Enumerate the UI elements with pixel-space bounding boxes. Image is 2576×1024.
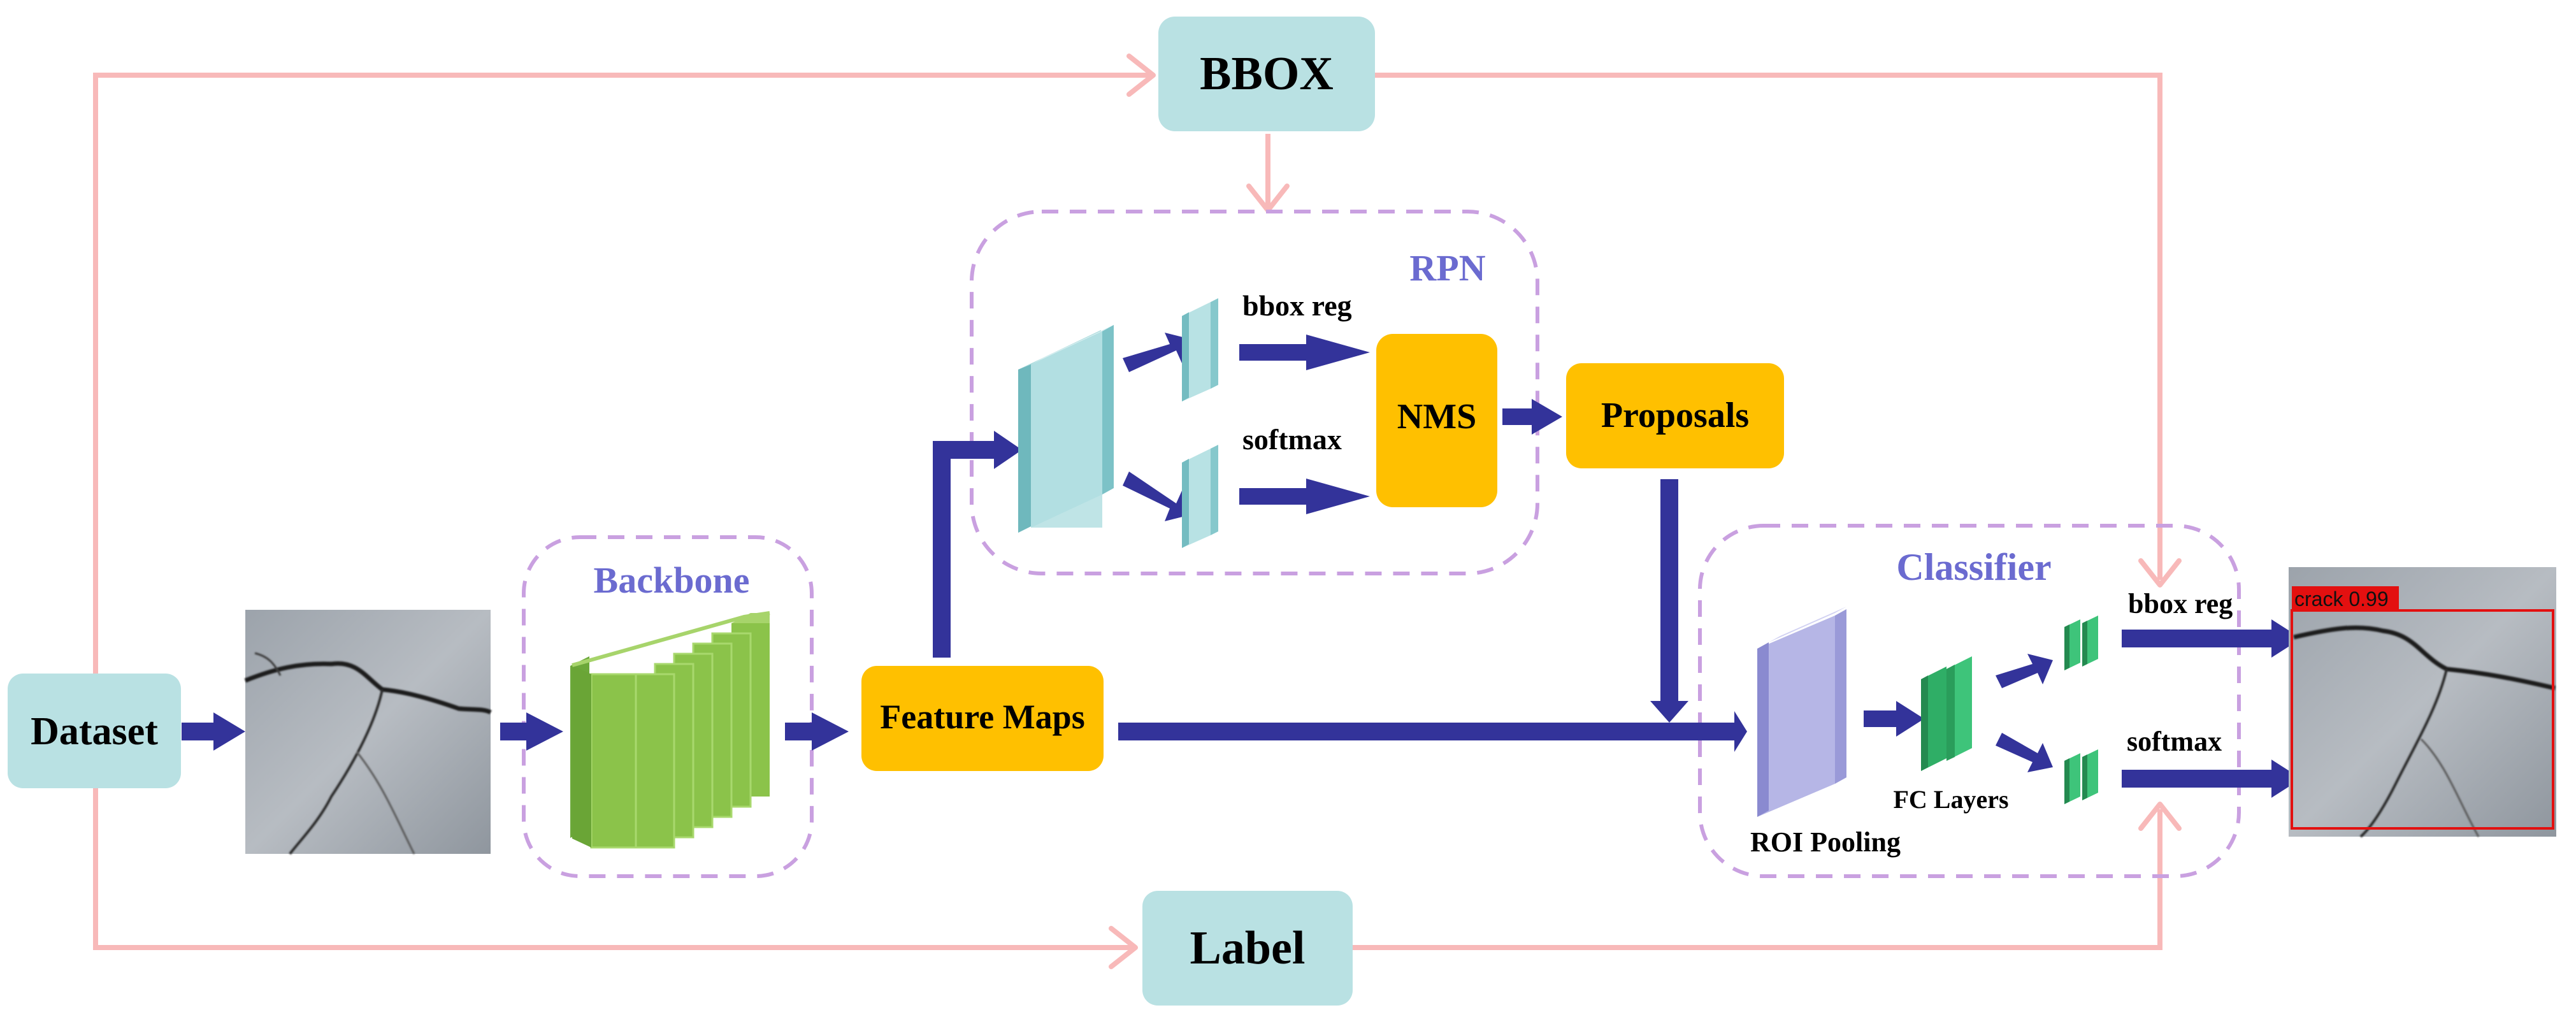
arrow-proposals-to-roi-shaft <box>1660 479 1678 703</box>
label-to-classifier-line <box>1351 809 2162 950</box>
fc-layers-block-icon <box>1921 656 1972 771</box>
rpn-lower-small-map-icon <box>1182 445 1218 548</box>
arrow-feature-to-roi-head <box>1734 711 1747 752</box>
arrow-nms-to-proposals-head <box>1532 399 1562 435</box>
arrow-rpn-to-lower-map <box>1123 472 1190 521</box>
proposals-label: Proposals <box>1601 396 1749 435</box>
bbox-to-classifier-line <box>1373 73 2162 580</box>
nms-node: NMS <box>1376 334 1497 507</box>
arrow-image-to-backbone-head <box>526 712 563 751</box>
detection-bounding-box <box>2291 609 2554 830</box>
bbox-node: BBOX <box>1158 17 1375 131</box>
arrow-dataset-to-image-shaft <box>182 723 217 740</box>
fc-layers-label: FC Layers <box>1893 785 2008 814</box>
classifier-group-border <box>1698 524 2241 878</box>
detection-label-background <box>2292 586 2399 612</box>
label-node-label: Label <box>1190 922 1306 974</box>
arrow-cls-bbox-to-output-shaft <box>2122 630 2275 647</box>
arrowhead-into-classifier-bottom <box>2138 802 2182 831</box>
arrow-rpn-bbox-to-nms-shaft <box>1239 344 1309 361</box>
classifier-softmax-label: softmax <box>2127 726 2222 757</box>
roi-pooling-block-icon <box>1757 607 1846 817</box>
rpn-upper-small-map-icon <box>1182 298 1218 401</box>
dataset-node: Dataset <box>8 674 181 788</box>
arrow-cls-bbox-to-output-head <box>2271 619 2301 658</box>
proposals-node: Proposals <box>1566 363 1784 468</box>
arrow-fc-to-lower-map <box>1996 733 2053 772</box>
roi-pooling-label: ROI Pooling <box>1750 826 1901 858</box>
classifier-bbox-reg-label: bbox reg <box>2128 588 2233 619</box>
dark-arrows <box>182 333 2301 798</box>
crack-texture-icon <box>244 652 492 855</box>
rpn-group-title: RPN <box>1409 247 1485 289</box>
detection-label: crack 0.99 <box>2294 588 2389 610</box>
backbone-group-title: Backbone <box>594 559 750 601</box>
arrow-cls-softmax-to-output-head <box>2271 760 2301 798</box>
input-image <box>244 610 492 855</box>
classifier-group-title: Classifier <box>1896 546 2051 588</box>
pink-flow-lines <box>93 73 2162 950</box>
rpn-group-border <box>970 210 1539 575</box>
arrow-rpn-bbox-to-nms-head <box>1306 335 1370 370</box>
nms-label: NMS <box>1397 397 1476 436</box>
arrow-roi-to-fc-shaft <box>1864 710 1899 727</box>
arrowhead-into-classifier-top <box>2138 558 2182 588</box>
arrow-feature-to-roi-shaft <box>1118 723 1739 740</box>
arrow-feature-to-rpn-head <box>994 431 1022 469</box>
arrow-rpn-softmax-to-nms-shaft <box>1239 488 1309 505</box>
bbox-node-label: BBOX <box>1200 48 1334 100</box>
feature-maps-label: Feature Maps <box>880 698 1084 736</box>
arrow-rpn-softmax-to-nms-head <box>1306 479 1370 514</box>
output-image: crack 0.99 <box>2289 567 2556 838</box>
dataset-to-label-line <box>93 784 1134 950</box>
arrow-image-to-backbone-shaft <box>500 723 529 740</box>
rpn-bbox-reg-label: bbox reg <box>1242 289 1352 322</box>
arrow-fc-to-upper-map <box>1996 654 2053 688</box>
arrow-cls-softmax-to-output-shaft <box>2122 770 2275 788</box>
arrow-feature-to-rpn-vertical <box>933 441 951 658</box>
arrow-backbone-to-feature-head <box>812 712 849 751</box>
feature-maps-node: Feature Maps <box>861 666 1104 771</box>
dataset-to-bbox-line <box>93 73 1152 675</box>
rpn-softmax-label: softmax <box>1242 423 1342 456</box>
arrow-dataset-to-image-head <box>213 712 245 751</box>
arrowhead-into-bbox <box>1126 54 1156 97</box>
pink-arrowheads <box>1109 54 2182 969</box>
crack-texture-output-icon <box>2293 625 2556 838</box>
arrow-feature-to-rpn-horizontal <box>933 441 997 459</box>
arrowhead-into-label <box>1109 926 1138 969</box>
arrow-backbone-to-feature-shaft <box>785 723 814 740</box>
label-node: Label <box>1142 891 1353 1006</box>
rpn-feature-map-block-icon <box>1018 325 1114 533</box>
dataset-node-label: Dataset <box>31 710 158 753</box>
classifier-upper-small-map-icon <box>2064 616 2098 670</box>
arrow-nms-to-proposals-shaft <box>1502 408 1534 425</box>
classifier-lower-small-map-icon <box>2064 749 2098 804</box>
arrow-roi-to-fc-head <box>1896 701 1924 737</box>
backbone-layer-stack-icon <box>570 611 770 849</box>
arrow-proposals-to-roi-head <box>1650 701 1688 723</box>
backbone-group-border <box>522 535 814 878</box>
arrow-rpn-to-upper-map <box>1123 333 1190 372</box>
